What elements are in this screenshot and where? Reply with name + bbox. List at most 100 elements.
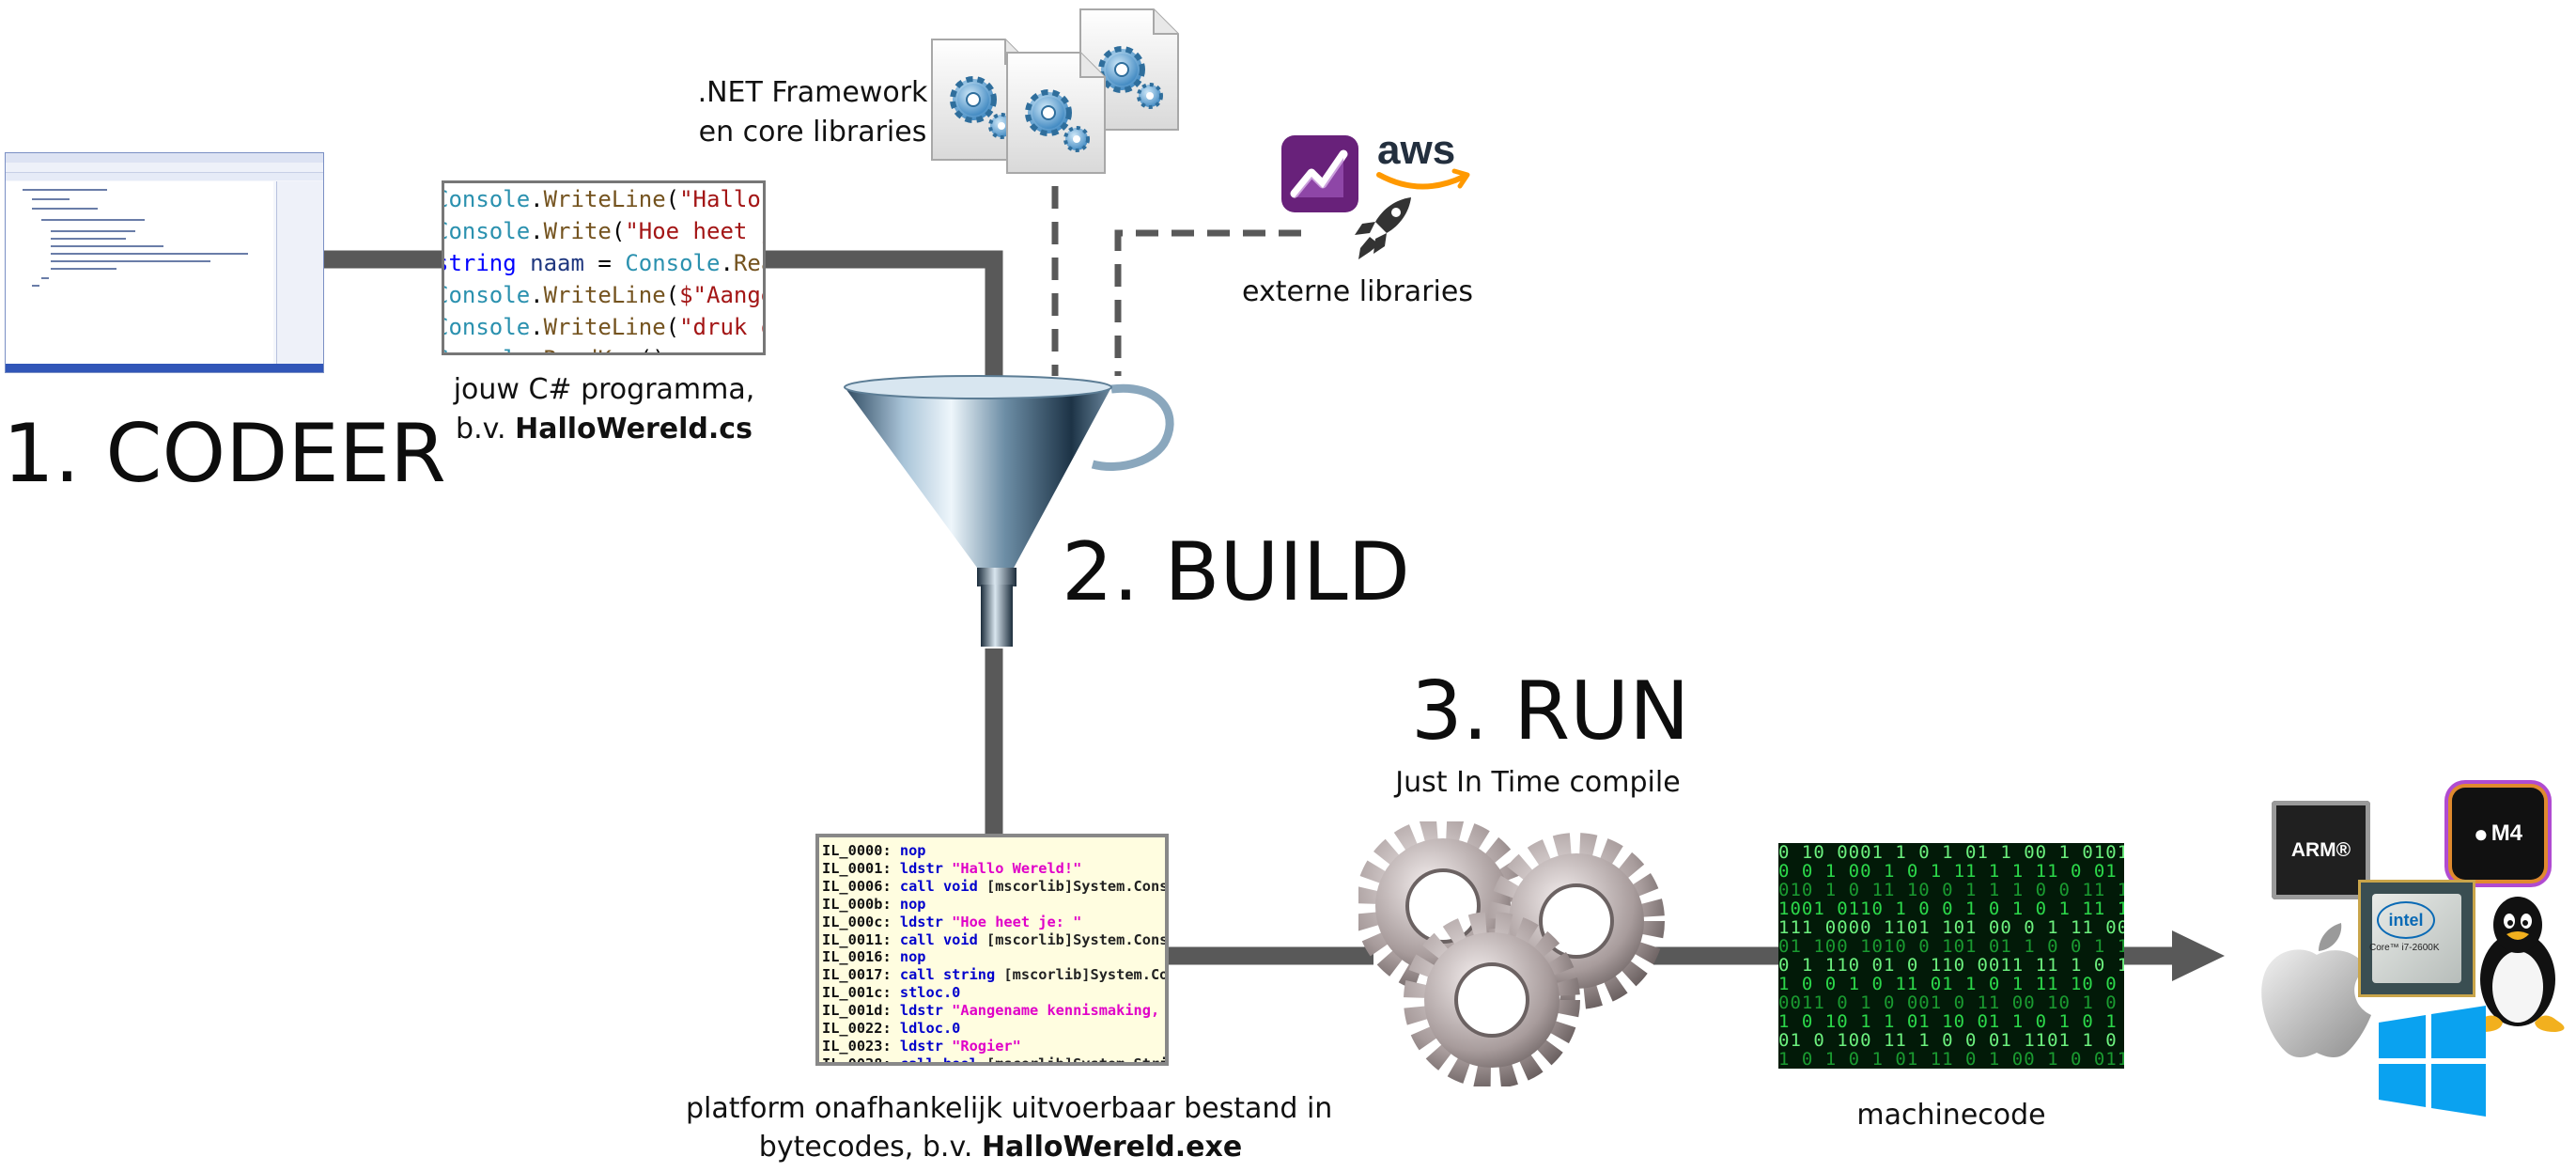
binary-row: 1 0 10 1 1 01 10 01 1 0 1 0 1 01 bbox=[1778, 1011, 2124, 1032]
code-token: . bbox=[720, 250, 734, 276]
code-token: ReadKey bbox=[544, 346, 639, 352]
il-offset: IL_0022: bbox=[822, 1020, 900, 1038]
arm-chip: ARM® bbox=[2272, 801, 2370, 899]
program-caption-prefix: b.v. bbox=[456, 413, 516, 445]
il-string: "Hallo Wereld!" bbox=[942, 859, 1082, 877]
apple-icon bbox=[2261, 923, 2371, 1057]
step-build: 2. BUILD bbox=[1062, 525, 1410, 619]
code-token: ( bbox=[665, 186, 680, 212]
il-operand: [mscorlib]System.Console::Write bbox=[985, 930, 1169, 948]
il-line: IL_0011: call void [mscorlib]System.Cons… bbox=[822, 931, 1165, 949]
apple-small-icon: ● bbox=[2473, 819, 2489, 848]
code-token: "Hoe heet je: " bbox=[625, 218, 763, 244]
il-offset: IL_0016: bbox=[822, 948, 900, 966]
machinecode-matrix: 0 10 0001 1 0 1 01 1 00 1 0101 100 0 1 0… bbox=[1778, 843, 2124, 1069]
binary-row: 0 10 0001 1 0 1 01 1 00 1 0101 10 bbox=[1778, 843, 2124, 863]
binary-row: 0011 0 1 0 001 0 11 00 10 1 0 11 bbox=[1778, 992, 2124, 1013]
code-token: WriteLine bbox=[543, 186, 666, 212]
code-token: Write bbox=[543, 218, 612, 244]
code-snippet: Console.WriteLine("Hallo Wereld!");Conso… bbox=[442, 180, 766, 355]
framework-caption-line1: .NET Framework bbox=[697, 76, 928, 109]
il-line: IL_0017: call string [mscorlib]System.Co… bbox=[822, 966, 1165, 984]
code-token: Console bbox=[444, 346, 530, 352]
il-operand: [mscorlib]System.Console::WriteLine bbox=[985, 877, 1169, 895]
step-run: 3. RUN bbox=[1411, 664, 1690, 758]
code-token: . bbox=[530, 346, 543, 352]
il-opcode: call void bbox=[899, 930, 978, 948]
machinecode-caption: machinecode bbox=[1856, 1099, 2046, 1132]
code-line: string naam = Console.ReadLine(); bbox=[442, 247, 763, 279]
code-token: string bbox=[442, 250, 517, 276]
il-opcode: ldstr bbox=[899, 1002, 943, 1020]
il-opcode: stloc.0 bbox=[899, 984, 961, 1002]
code-token: = bbox=[583, 250, 626, 276]
il-line: IL_000c: ldstr "Hoe heet je: " bbox=[822, 914, 1165, 931]
exe-caption: platform onafhankelijk uitvoerbaar besta… bbox=[686, 1090, 1332, 1166]
il-line: IL_0000: nop bbox=[822, 842, 1165, 860]
arrow-head bbox=[2172, 930, 2225, 981]
binary-row: 1 0 0 1 0 11 01 1 0 1 11 10 0 01 bbox=[1778, 974, 2124, 994]
il-string: "Rogier" bbox=[942, 1037, 1021, 1055]
il-line: IL_0001: ldstr "Hallo Wereld!" bbox=[822, 860, 1165, 878]
code-token: . bbox=[530, 186, 544, 212]
code-token: ( bbox=[665, 282, 680, 308]
binary-row: 01 100 1010 0 101 01 1 0 0 1 10 bbox=[1778, 936, 2124, 957]
il-line: IL_000b: nop bbox=[822, 896, 1165, 914]
rocket-icon bbox=[1355, 197, 1411, 259]
code-token: . bbox=[530, 218, 544, 244]
code-token: Console bbox=[625, 250, 721, 276]
framework-caption: .NET Framework en core libraries bbox=[691, 73, 935, 152]
il-opcode: ldstr bbox=[899, 1037, 943, 1055]
binary-row: 0 1 110 01 0 110 0011 11 1 0 1 1 bbox=[1778, 955, 2124, 976]
program-filename: HalloWereld.cs bbox=[515, 413, 753, 445]
code-token: ( bbox=[611, 218, 626, 244]
il-offset: IL_0017: bbox=[822, 966, 900, 984]
binary-row: 1 0 1 0 1 01 11 0 1 00 1 0 011 bbox=[1778, 1049, 2124, 1069]
il-offset: IL_001c: bbox=[822, 984, 900, 1002]
il-opcode: call bool bbox=[899, 1055, 978, 1066]
code-token: "druk op een toets om af te sluiten" bbox=[679, 314, 763, 340]
binary-row: 010 1 0 11 10 0 1 1 1 0 0 11 1 0 1 bbox=[1778, 880, 2124, 900]
il-opcode: ldstr bbox=[899, 859, 943, 877]
il-offset: IL_0028: bbox=[822, 1055, 900, 1066]
il-offset: IL_0023: bbox=[822, 1037, 900, 1055]
svg-text:aws: aws bbox=[1377, 127, 1455, 173]
external-caption: externe libraries bbox=[1242, 275, 1473, 308]
il-opcode: ldloc.0 bbox=[899, 1020, 961, 1038]
il-offset: IL_0001: bbox=[822, 859, 900, 877]
il-line: IL_001d: ldstr "Aangename kennismaking, … bbox=[822, 1002, 1165, 1020]
code-token: Console bbox=[442, 186, 531, 212]
code-line: Console.WriteLine("druk op een toets om … bbox=[442, 311, 763, 343]
il-string: "Hoe heet je: " bbox=[942, 913, 1082, 930]
run-subtitle: Just In Time compile bbox=[1395, 766, 1681, 799]
code-token: Console bbox=[442, 218, 531, 244]
il-offset: IL_0000: bbox=[822, 842, 900, 859]
il-operand: [mscorlib]System.String::op_Equality bbox=[985, 1055, 1169, 1066]
windows-icon bbox=[2379, 1006, 2486, 1117]
aws-logo: aws bbox=[1376, 127, 1470, 190]
il-opcode: ldstr bbox=[899, 913, 943, 930]
code-token: Console bbox=[442, 314, 531, 340]
chart-app-icon bbox=[1281, 135, 1358, 212]
il-line: IL_0022: ldloc.0 bbox=[822, 1020, 1165, 1038]
code-token: Console bbox=[442, 282, 531, 308]
code-token: naam bbox=[530, 250, 584, 276]
il-opcode: nop bbox=[899, 948, 926, 966]
code-token: . bbox=[530, 282, 544, 308]
m4-label: M4 bbox=[2491, 820, 2523, 846]
m4-chip: ●M4 bbox=[2452, 788, 2544, 880]
il-offset: IL_0011: bbox=[822, 930, 900, 948]
binary-row: 01 0 100 11 1 0 0 01 1101 1 0 10 bbox=[1778, 1030, 2124, 1051]
binary-row: 1001 0110 1 0 0 1 0 1 0 1 11 101 bbox=[1778, 899, 2124, 919]
il-line: IL_0016: nop bbox=[822, 948, 1165, 966]
il-offset: IL_001d: bbox=[822, 1002, 900, 1020]
il-operand: [mscorlib]System.Console::ReadLine bbox=[1003, 966, 1169, 984]
step-codeer: 1. CODEER bbox=[3, 407, 446, 501]
intel-chip: intel Core™ i7-2600K bbox=[2358, 880, 2475, 997]
intel-logo: intel bbox=[2377, 901, 2435, 939]
code-token: ( bbox=[665, 314, 680, 340]
binary-row: 111 0000 1101 101 00 0 1 11 0010 bbox=[1778, 917, 2124, 938]
il-offset: IL_000b: bbox=[822, 895, 900, 913]
intel-model: Core™ i7-2600K bbox=[2369, 943, 2440, 953]
